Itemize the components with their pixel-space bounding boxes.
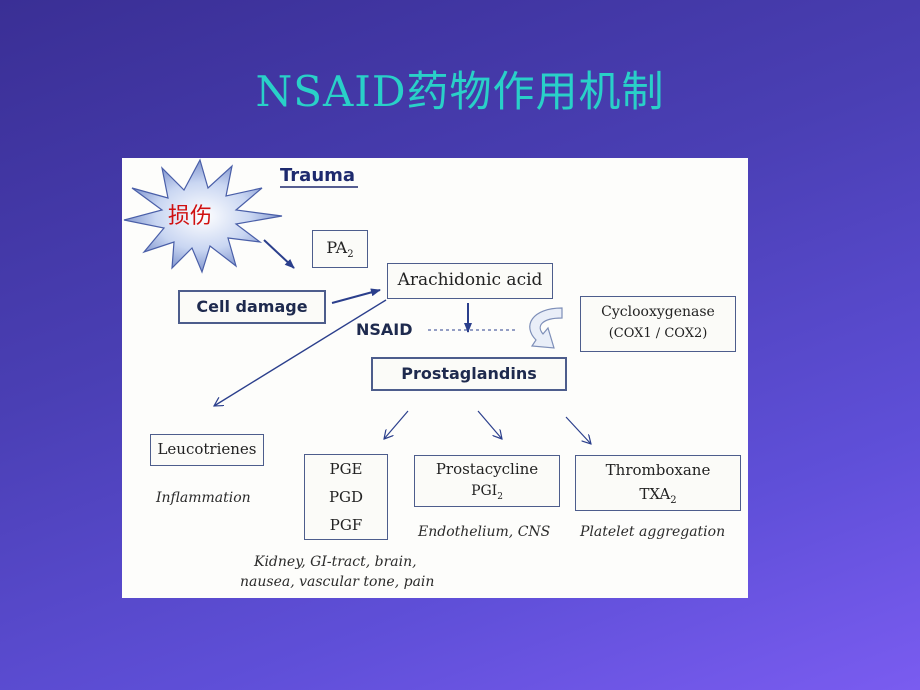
pg-item-pgd: PGD [328, 488, 364, 506]
nsaid-mechanism-diagram: Trauma 损伤 PA2 Cell damage Arachidonic ac… [122, 158, 748, 598]
platelet-label: Platelet aggregation [580, 524, 726, 540]
cyclooxygenase-line1: Cyclooxygenase [601, 304, 715, 320]
nsaid-label: NSAID [356, 320, 413, 339]
txa2-subscript: 2 [670, 495, 677, 506]
pa2-box: PA2 [312, 230, 368, 268]
injury-starburst-icon [123, 158, 283, 274]
pgi2-text: PGI [471, 483, 498, 499]
prostacycline-line2: PGI2 [415, 480, 559, 508]
pg-box: PGE PGD PGF [304, 454, 388, 540]
arrow-to-thromboxane [565, 416, 591, 444]
slide-title: NSAID药物作用机制 [255, 67, 665, 116]
endothelium-label: Endothelium, CNS [418, 524, 551, 540]
arachidonic-acid-box: Arachidonic acid [387, 263, 553, 299]
pa2-text: PA [326, 238, 348, 257]
leucotrienes-box: Leucotrienes [150, 434, 264, 466]
prostacycline-line1: Prostacycline [435, 460, 539, 478]
pg-item-pge: PGE [329, 460, 363, 478]
pg-item-pgf: PGF [329, 516, 363, 534]
arrow-to-prostacycline [477, 410, 502, 439]
thromboxane-box: Thromboxane TXA2 [575, 455, 741, 511]
cyclooxygenase-line2: (COX1 / COX2) [608, 326, 708, 341]
arrow-injury-to-pa2 [263, 239, 295, 269]
cox-curved-arrow-icon [529, 307, 563, 349]
cell-damage-box: Cell damage [178, 290, 326, 324]
kidney-label-line1: Kidney, GI-tract, brain, [254, 554, 417, 570]
prostacycline-box: Prostacycline PGI2 [414, 455, 560, 507]
pgi2-subscript: 2 [497, 491, 503, 502]
arrow-to-pg [384, 410, 409, 439]
arrow-to-leucotrienes [214, 299, 387, 406]
txa2-text: TXA [639, 485, 671, 503]
prostaglandins-box: Prostaglandins [371, 357, 567, 391]
arrow-cell-to-arachidonic [331, 288, 381, 304]
kidney-label-line2: nausea, vascular tone, pain [240, 574, 435, 590]
thromboxane-line2: TXA2 [576, 482, 740, 513]
diagram-graphics [123, 158, 748, 598]
thromboxane-line1: Thromboxane [605, 461, 711, 479]
pa2-subscript: 2 [347, 249, 354, 261]
injury-label: 损伤 [168, 204, 213, 229]
trauma-label: Trauma [280, 165, 356, 186]
inflammation-label: Inflammation [156, 490, 251, 506]
cyclooxygenase-box: Cyclooxygenase (COX1 / COX2) [580, 296, 736, 352]
